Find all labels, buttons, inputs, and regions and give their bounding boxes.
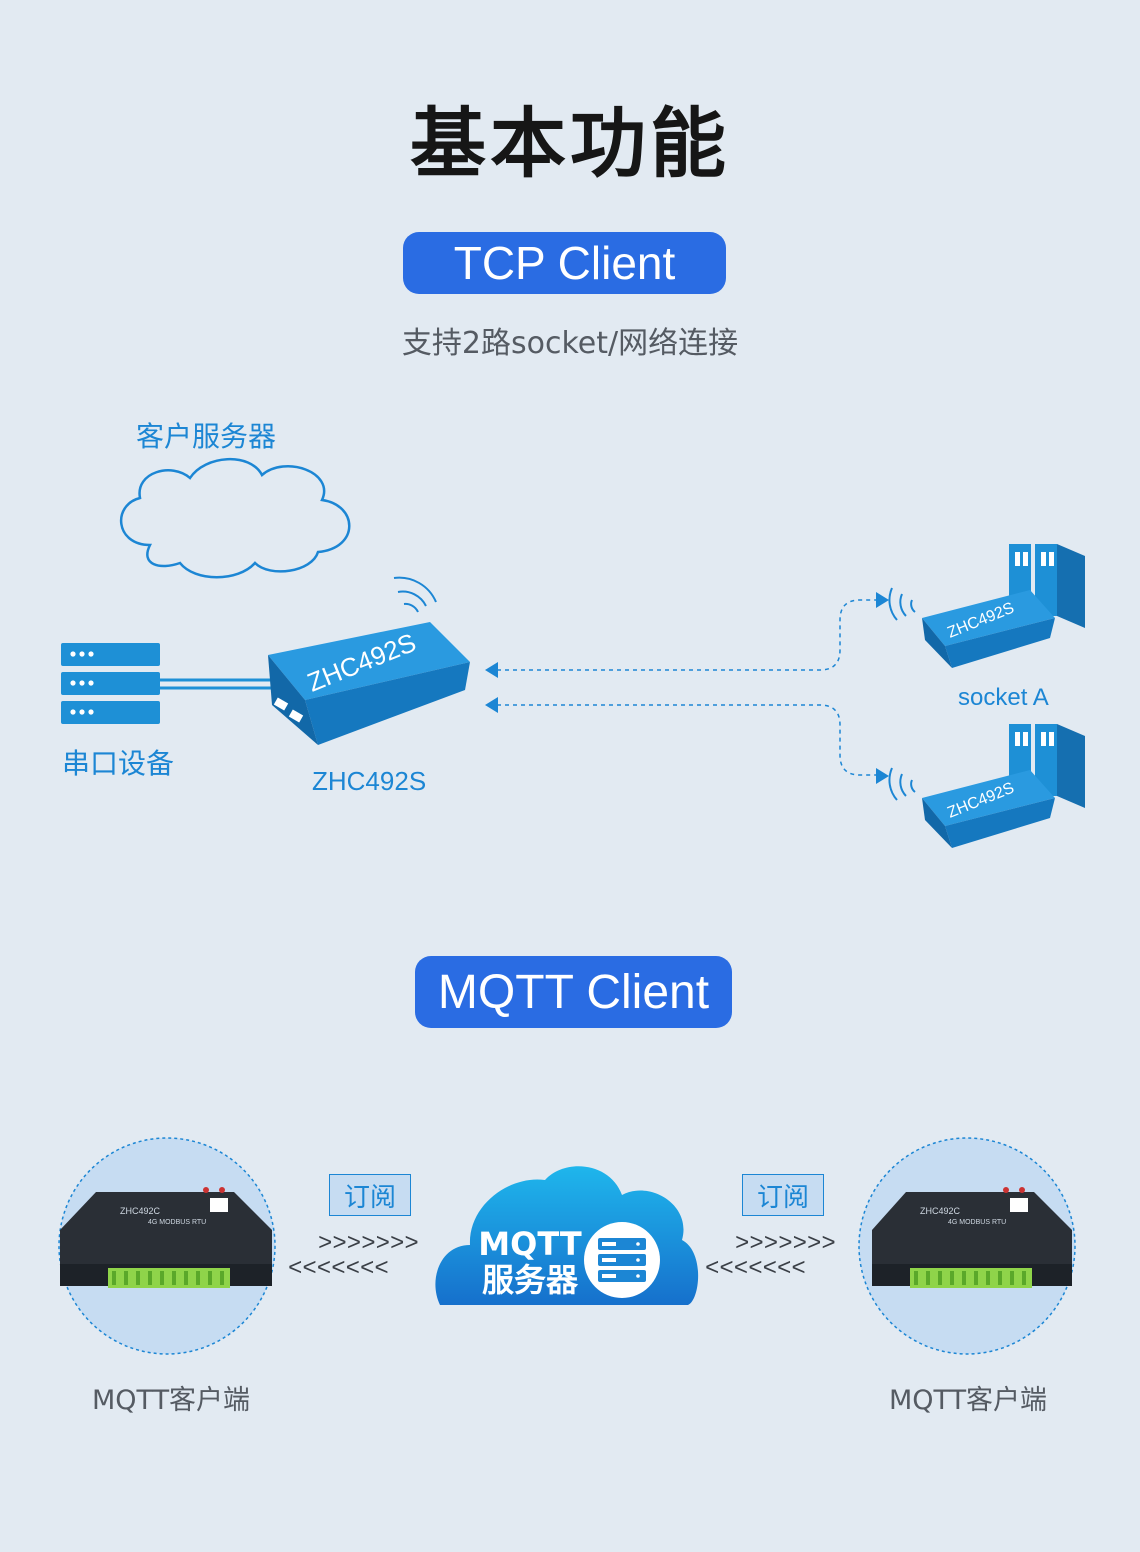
svg-text:ZHC492C: ZHC492C [120, 1206, 161, 1216]
mqtt-server-label-line1: MQTT [478, 1225, 582, 1263]
connection-lines [497, 599, 876, 776]
wireless-signal-icon [393, 576, 437, 613]
arrows-out-right: >>>>>>> [735, 1231, 836, 1258]
arrowheads [485, 592, 889, 784]
arrows-in-left: <<<<<<< [288, 1256, 389, 1283]
mqtt-client-right-label: MQTT客户端 [889, 1385, 1048, 1416]
serial-cable [160, 678, 285, 690]
zhc492s-device-icon: ZHC492S [268, 622, 470, 745]
subscribe-tag-left: 订阅 [329, 1174, 411, 1216]
tcp-client-badge: TCP Client [403, 232, 726, 294]
mqtt-client-right-icon: ZHC492C 4G MODBUS RTU [858, 1137, 1076, 1355]
mqtt-server-cloud-icon [435, 1166, 699, 1305]
page-title: 基本功能 [410, 99, 730, 188]
socket-a-label: socket A [958, 684, 1049, 711]
remote-device-a-icon: ZHC492S [888, 544, 1085, 668]
arrows-in-right: <<<<<<< [705, 1256, 806, 1283]
serial-device-label: 串口设备 [62, 747, 175, 780]
svg-text:4G MODBUS RTU: 4G MODBUS RTU [948, 1219, 1006, 1226]
tcp-subtitle: 支持2路socket/网络连接 [401, 326, 739, 361]
mqtt-client-badge: MQTT Client [415, 956, 732, 1028]
mqtt-server-label: MQTT 服务器 [472, 1226, 588, 1298]
cloud-icon [119, 458, 351, 579]
mqtt-client-left-icon: ZHC492C 4G MODBUS RTU [58, 1137, 276, 1355]
svg-text:4G MODBUS RTU: 4G MODBUS RTU [148, 1219, 206, 1226]
arrows-out-left: >>>>>>> [318, 1231, 419, 1258]
subscribe-tag-right: 订阅 [742, 1174, 824, 1216]
mqtt-server-label-line2: 服务器 [481, 1261, 578, 1299]
svg-text:ZHC492C: ZHC492C [920, 1206, 961, 1216]
customer-server-label: 客户服务器 [136, 420, 277, 453]
device-label: ZHC492S [312, 766, 427, 796]
server-stack-icon [61, 643, 160, 724]
mqtt-client-left-label: MQTT客户端 [92, 1385, 251, 1416]
